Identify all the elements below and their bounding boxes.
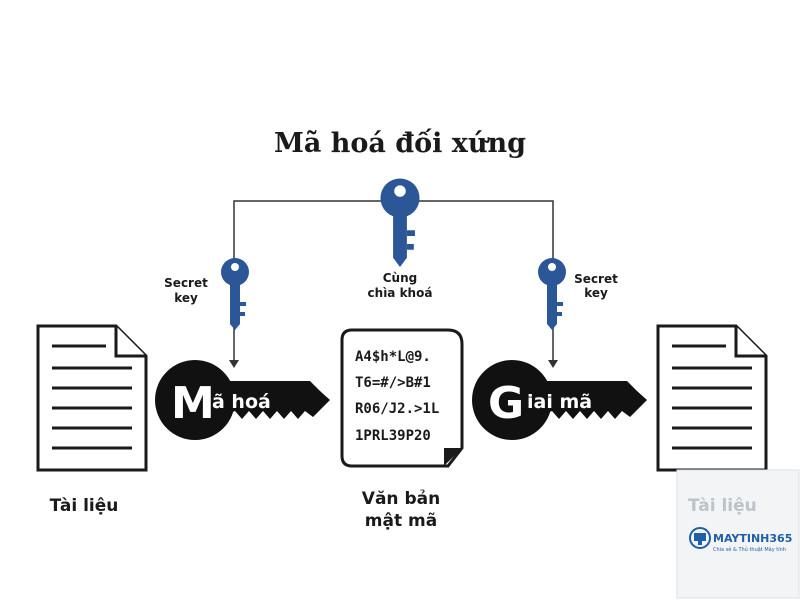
cipher-line: 1PRL39P20 bbox=[355, 428, 431, 444]
watermark-badge: Tài liệu MAYTINH365 Chia sẻ & Thủ thuật … bbox=[676, 469, 800, 599]
shared-key-icon bbox=[380, 178, 420, 267]
left-secret-key-icon bbox=[221, 258, 249, 330]
left-document-label: Tài liệu bbox=[50, 496, 119, 516]
cipher-document-label-line2: mật mã bbox=[365, 511, 437, 531]
cipher-line: A4$h*L@9. bbox=[355, 349, 431, 365]
encrypt-big-letter: M bbox=[171, 378, 215, 429]
left-document-icon bbox=[36, 324, 148, 472]
watermark-tagline: Chia sẻ & Thủ thuật Máy tính bbox=[713, 546, 786, 553]
decrypt-key-icon: G iai mã bbox=[472, 360, 647, 440]
diagram-title: Mã hoá đối xứng bbox=[274, 127, 526, 159]
right-secret-key-label-line1: Secret bbox=[574, 272, 618, 286]
arrowheads bbox=[229, 360, 558, 368]
encrypt-key-icon: M ã hoá bbox=[155, 360, 330, 440]
shared-key-label-line1: Cùng bbox=[383, 271, 417, 285]
left-secret-key-label-line2: key bbox=[174, 291, 198, 305]
shared-key-label-line2: chìa khoá bbox=[368, 286, 433, 300]
right-document-icon bbox=[656, 324, 768, 472]
cipher-line: T6=#/>B#1 bbox=[355, 375, 431, 391]
watermark-brand: MAYTINH365 bbox=[713, 532, 792, 545]
right-secret-key-icon bbox=[538, 258, 566, 330]
cipher-line: R06/J2.>1L bbox=[355, 401, 439, 417]
monitor-logo-icon bbox=[689, 527, 711, 549]
cipher-document-icon: A4$h*L@9. T6=#/>B#1 R06/J2.>1L 1PRL39P20 bbox=[340, 328, 464, 468]
decrypt-big-letter: G bbox=[488, 378, 524, 429]
encrypt-label-text: ã hoá bbox=[212, 391, 271, 413]
left-secret-key-label-line1: Secret bbox=[164, 276, 208, 290]
right-document-label: Tài liệu bbox=[688, 496, 757, 516]
right-secret-key-label-line2: key bbox=[584, 286, 608, 300]
decrypt-label-text: iai mã bbox=[527, 391, 592, 413]
cipher-document-label-line1: Văn bản bbox=[362, 489, 440, 509]
